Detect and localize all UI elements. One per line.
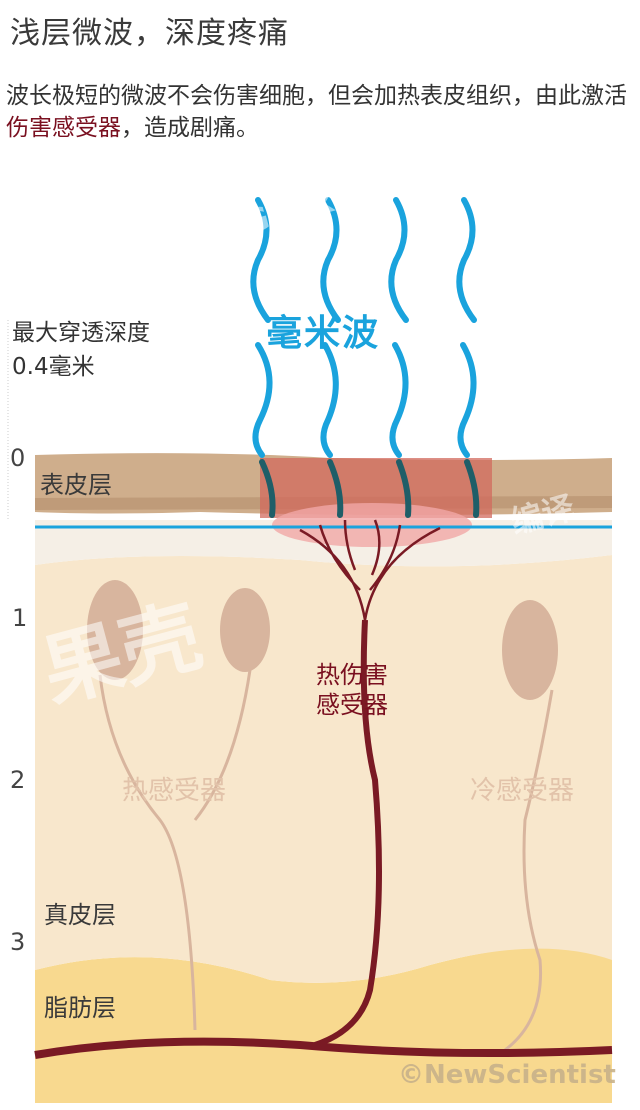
heat-receptor-right (193, 588, 270, 821)
cold-receptor-label: 冷感受器 (470, 776, 575, 806)
scale-tick-0: 0 (10, 444, 26, 472)
scale-tick-3: 3 (10, 928, 26, 956)
heat-receptor-label: 热感受器 (122, 776, 227, 806)
dermis-label: 真皮层 (44, 901, 116, 929)
scale-tick-2: 2 (10, 766, 26, 794)
description-highlight: 伤害感受器 (6, 115, 121, 141)
nociceptor-label: 热伤害感受器 (316, 660, 388, 720)
nociceptor-nerve (34, 519, 613, 1059)
wave-label: 毫米波 (266, 313, 381, 354)
description-text-2: ，造成剧痛。 (121, 115, 259, 141)
millimeter-waves (250, 197, 477, 458)
heat-receptor-left (87, 580, 197, 1031)
depth-note-line2: 0.4毫米 (12, 354, 95, 380)
nociceptor-label-line2: 感受器 (316, 691, 388, 719)
depth-note: 最大穿透深度 0.4毫米 (12, 316, 150, 384)
description: 波长极短的微波不会伤害细胞，但会加热表皮组织，由此激活伤害感受器，造成剧痛。 (6, 80, 640, 144)
cold-receptor (502, 600, 558, 1052)
credit: ©NewScientist (398, 1060, 616, 1090)
fat-label: 脂肪层 (44, 994, 116, 1022)
description-text-1: 波长极短的微波不会伤害细胞，但会加热表皮组织，由此激活 (6, 83, 627, 109)
depth-note-line1: 最大穿透深度 (12, 320, 150, 346)
scale-tick-1: 1 (12, 604, 28, 632)
page-title: 浅层微波，深度疼痛 (10, 16, 289, 51)
nociceptor-label-line1: 热伤害 (316, 661, 388, 689)
fat-layer (35, 947, 612, 1103)
epidermis-label: 表皮层 (40, 471, 112, 499)
